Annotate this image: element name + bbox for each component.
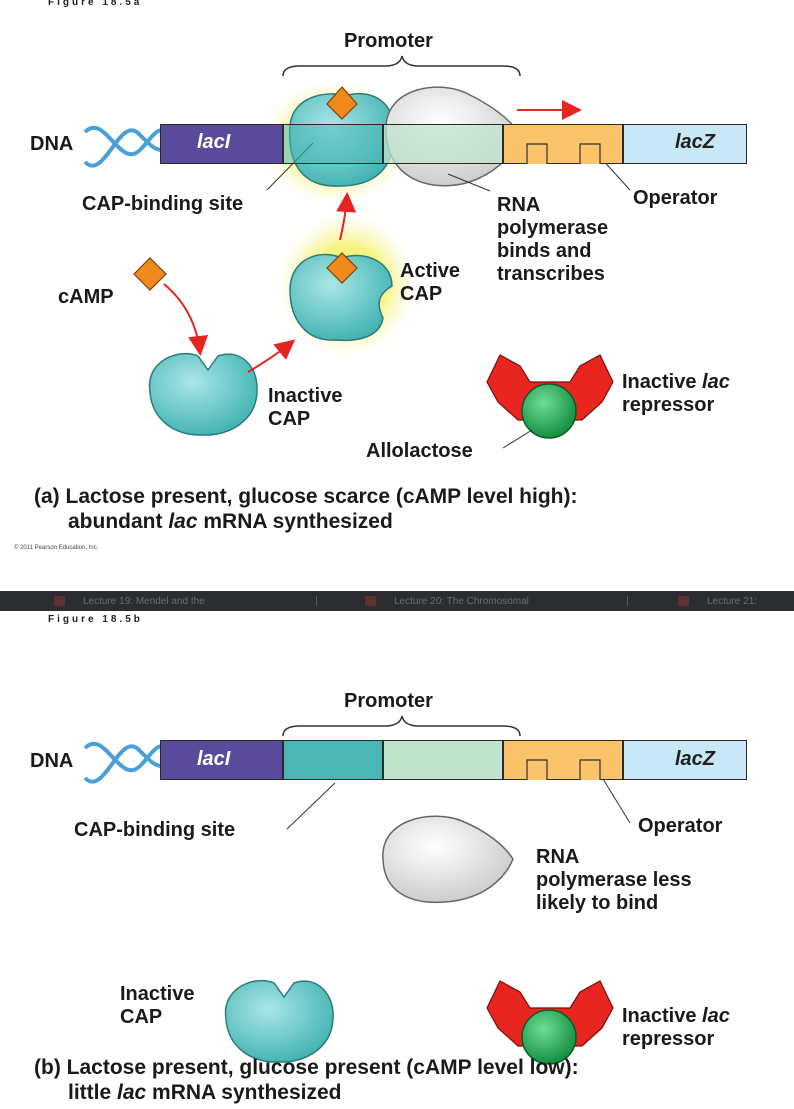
caption-b-line2: little lac mRNA synthesized xyxy=(68,1081,342,1104)
laci-label: lacI xyxy=(197,131,231,153)
camp-label: cAMP xyxy=(58,286,114,308)
operator-segment xyxy=(503,124,623,164)
tab-lecture-20[interactable]: Lecture 20: The Chromosomal xyxy=(365,596,529,608)
inactive-cap-label: Inactive CAP xyxy=(120,983,195,1028)
inactive-cap-icon xyxy=(148,352,258,436)
rna-polymerase-label: RNA polymerase less likely to bind xyxy=(536,846,692,914)
promoter-mid-segment xyxy=(383,124,503,164)
cap-binding-site-label: CAP-binding site xyxy=(82,193,244,215)
rna-polymerase-label: RNA polymerase binds and transcribes xyxy=(497,194,609,285)
repressor-center-icon xyxy=(521,1009,577,1065)
dna-label: DNA xyxy=(30,133,74,155)
laci-label: lacI xyxy=(197,748,231,770)
inactive-repressor-label: Inactive lac repressor xyxy=(622,1005,730,1050)
figure-label: Figure 18.5a xyxy=(48,0,143,8)
promoter-bracket-b xyxy=(282,715,521,737)
inactive-repressor-label: Inactive lac repressor xyxy=(622,371,730,416)
caption-b: (b) Lactose present, glucose present (cA… xyxy=(34,1056,579,1079)
copyright: © 2011 Pearson Education, Inc. xyxy=(14,545,99,551)
allolactose-label: Allolactose xyxy=(366,440,473,462)
panel-b-diagram xyxy=(83,715,631,1065)
cap-binding-site-segment xyxy=(283,124,383,164)
pdf-icon xyxy=(365,596,376,607)
panel-b: Figure 18.5b lac xyxy=(0,611,794,1109)
dna-label: DNA xyxy=(30,750,74,772)
promoter-mid-segment xyxy=(383,740,503,780)
rna-polymerase-free-icon xyxy=(382,815,514,904)
allolactose-icon xyxy=(521,383,577,439)
operator-label: Operator xyxy=(633,187,718,209)
panel-a-diagram xyxy=(83,55,631,449)
caption-a-line2: abundant lac mRNA synthesized xyxy=(68,510,393,533)
lacz-gene xyxy=(623,740,747,780)
laci-gene xyxy=(160,124,283,164)
lacz-label: lacZ xyxy=(675,748,716,770)
tab-lecture-19[interactable]: Lecture 19: Mendel and the xyxy=(54,596,205,608)
cap-binding-site-label: CAP-binding site xyxy=(74,819,236,841)
cap-binding-site-segment xyxy=(283,740,383,780)
lacz-gene xyxy=(623,124,747,164)
figure-label-b: Figure 18.5b xyxy=(48,614,143,625)
tab-lecture-21[interactable]: Lecture 21: xyxy=(678,596,757,608)
camp-bound-icon xyxy=(326,86,358,120)
operator-segment xyxy=(503,740,623,780)
pdf-icon xyxy=(678,596,689,607)
lacz-label: lacZ xyxy=(675,131,716,153)
inactive-cap-icon xyxy=(224,979,334,1063)
promoter-bracket xyxy=(282,55,521,77)
promoter-label: Promoter xyxy=(344,30,433,52)
active-cap-icon xyxy=(289,253,393,342)
panel-a: Figure 18.5a xyxy=(14,0,747,551)
promoter-label: Promoter xyxy=(344,690,433,712)
laci-gene xyxy=(160,740,283,780)
pdf-icon xyxy=(54,596,65,607)
browser-tab-strip: Lecture 19: Mendel and the Lecture 20: T… xyxy=(0,591,794,611)
inactive-cap-label: Inactive CAP xyxy=(268,385,343,430)
active-cap-label: Active CAP xyxy=(400,260,461,305)
operator-label: Operator xyxy=(638,815,723,837)
camp-bound-icon-2 xyxy=(326,252,358,284)
dna-helix-icon xyxy=(83,741,163,784)
caption-a: (a) Lactose present, glucose scarce (cAM… xyxy=(34,485,578,508)
camp-icon xyxy=(133,257,167,291)
dna-helix-icon xyxy=(83,125,163,168)
